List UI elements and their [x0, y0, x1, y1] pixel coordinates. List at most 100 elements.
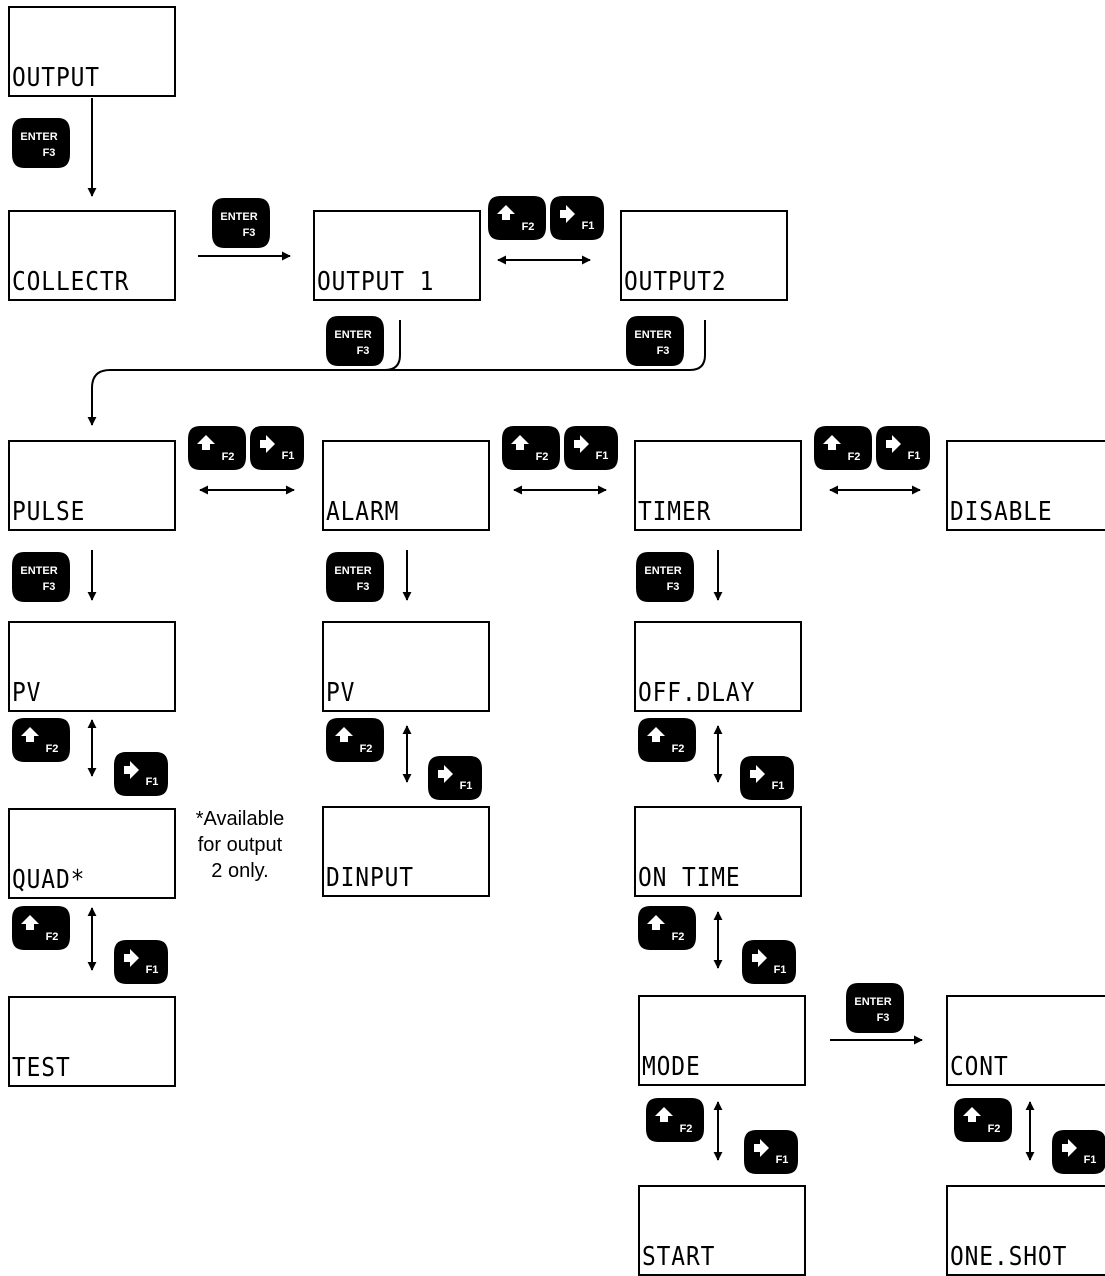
enter-label: ENTER — [20, 565, 57, 577]
f2-label: F2 — [522, 221, 535, 233]
f2-label: F2 — [360, 743, 373, 755]
right-arrow-icon — [438, 765, 453, 783]
right-arrow-icon — [1062, 1139, 1077, 1157]
screen-pulse-pv-text: PV — [12, 678, 42, 708]
screen-mode-text: MODE — [642, 1052, 701, 1082]
screen-disable: DISABLE — [946, 440, 1105, 531]
up-arrow-icon — [647, 727, 665, 742]
f2-label: F2 — [46, 931, 59, 943]
up-f2-button: F2 — [814, 426, 872, 470]
up-arrow-icon — [655, 1107, 673, 1122]
up-arrow-icon — [21, 727, 39, 742]
enter-label: ENTER — [644, 565, 681, 577]
right-f1-button: F1 — [744, 1130, 798, 1174]
screen-output1: OUTPUT 1 — [313, 210, 481, 301]
right-arrow-icon — [886, 435, 901, 453]
right-f1-button: F1 — [114, 752, 168, 796]
enter-f3-button: ENTER F3 — [326, 316, 384, 366]
f1-label: F1 — [146, 776, 159, 788]
enter-label: ENTER — [220, 211, 257, 223]
screen-output2: OUTPUT2 — [620, 210, 788, 301]
right-arrow-icon — [752, 949, 767, 967]
enter-f3-button: ENTER F3 — [846, 983, 904, 1033]
screen-output1-text: OUTPUT 1 — [317, 267, 435, 297]
screen-mode: MODE — [638, 995, 806, 1086]
f2-label: F2 — [222, 451, 235, 463]
right-f1-button: F1 — [876, 426, 930, 470]
enter-label: ENTER — [634, 329, 671, 341]
enter-label: ENTER — [854, 996, 891, 1008]
enter-label: ENTER — [334, 329, 371, 341]
enter-f3-button: ENTER F3 — [12, 552, 70, 602]
screen-collectr: COLLECTR — [8, 210, 176, 301]
enter-label: ENTER — [334, 565, 371, 577]
screen-oneshot-text: ONE.SHOT — [950, 1242, 1068, 1272]
screen-off-dlay-text: OFF.DLAY — [638, 678, 756, 708]
enter-label: ENTER — [20, 131, 57, 143]
screen-quad-text: QUAD* — [12, 865, 86, 895]
up-f2-button: F2 — [12, 718, 70, 762]
up-f2-button: F2 — [646, 1098, 704, 1142]
up-f2-button: F2 — [954, 1098, 1012, 1142]
f2-label: F2 — [988, 1123, 1001, 1135]
screen-output-text: OUTPUT — [12, 63, 100, 93]
f3-label: F3 — [43, 581, 56, 593]
screen-start-text: START — [642, 1242, 716, 1272]
connector-output1-to-pulse — [87, 320, 401, 426]
right-f1-button: F1 — [742, 940, 796, 984]
screen-pulse-pv: PV — [8, 621, 176, 712]
f3-label: F3 — [357, 345, 370, 357]
screen-disable-text: DISABLE — [950, 497, 1053, 527]
enter-f3-button: ENTER F3 — [12, 118, 70, 168]
screen-dinput-text: DINPUT — [326, 863, 414, 893]
right-arrow-icon — [260, 435, 275, 453]
right-arrow-icon — [124, 761, 139, 779]
up-f2-button: F2 — [12, 906, 70, 950]
screen-timer-text: TIMER — [638, 497, 712, 527]
f2-label: F2 — [672, 743, 685, 755]
screen-collectr-text: COLLECTR — [12, 267, 130, 297]
screen-off-dlay: OFF.DLAY — [634, 621, 802, 712]
screen-oneshot: ONE.SHOT — [946, 1185, 1105, 1276]
f1-label: F1 — [146, 964, 159, 976]
enter-f3-button: ENTER F3 — [212, 198, 270, 248]
footnote-line-3: 2 only. — [211, 860, 269, 882]
f1-label: F1 — [776, 1154, 789, 1166]
f1-label: F1 — [772, 780, 785, 792]
f3-label: F3 — [877, 1012, 890, 1024]
f2-label: F2 — [536, 451, 549, 463]
screen-alarm-pv-text: PV — [326, 678, 356, 708]
up-arrow-icon — [197, 435, 215, 450]
screen-test-text: TEST — [12, 1053, 71, 1083]
f3-label: F3 — [243, 227, 256, 239]
f1-label: F1 — [460, 780, 473, 792]
up-f2-button: F2 — [638, 718, 696, 762]
f3-label: F3 — [667, 581, 680, 593]
up-f2-button: F2 — [638, 906, 696, 950]
screen-alarm-pv: PV — [322, 621, 490, 712]
right-f1-button: F1 — [114, 940, 168, 984]
f2-label: F2 — [848, 451, 861, 463]
right-f1-button: F1 — [740, 756, 794, 800]
connector-output2-to-pulse — [385, 320, 706, 371]
screen-cont-text: CONT — [950, 1052, 1009, 1082]
screen-alarm-text: ALARM — [326, 497, 400, 527]
up-arrow-icon — [497, 205, 515, 220]
right-arrow-icon — [750, 765, 765, 783]
right-arrow-icon — [574, 435, 589, 453]
right-f1-button: F1 — [1052, 1130, 1105, 1174]
f1-label: F1 — [908, 450, 921, 462]
up-arrow-icon — [963, 1107, 981, 1122]
up-arrow-icon — [21, 915, 39, 930]
up-f2-button: F2 — [326, 718, 384, 762]
screen-output: OUTPUT — [8, 6, 176, 97]
up-arrow-icon — [335, 727, 353, 742]
screen-start: START — [638, 1185, 806, 1276]
screen-pulse: PULSE — [8, 440, 176, 531]
enter-f3-button: ENTER F3 — [326, 552, 384, 602]
up-arrow-icon — [647, 915, 665, 930]
screen-timer: TIMER — [634, 440, 802, 531]
enter-f3-button: ENTER F3 — [626, 316, 684, 366]
